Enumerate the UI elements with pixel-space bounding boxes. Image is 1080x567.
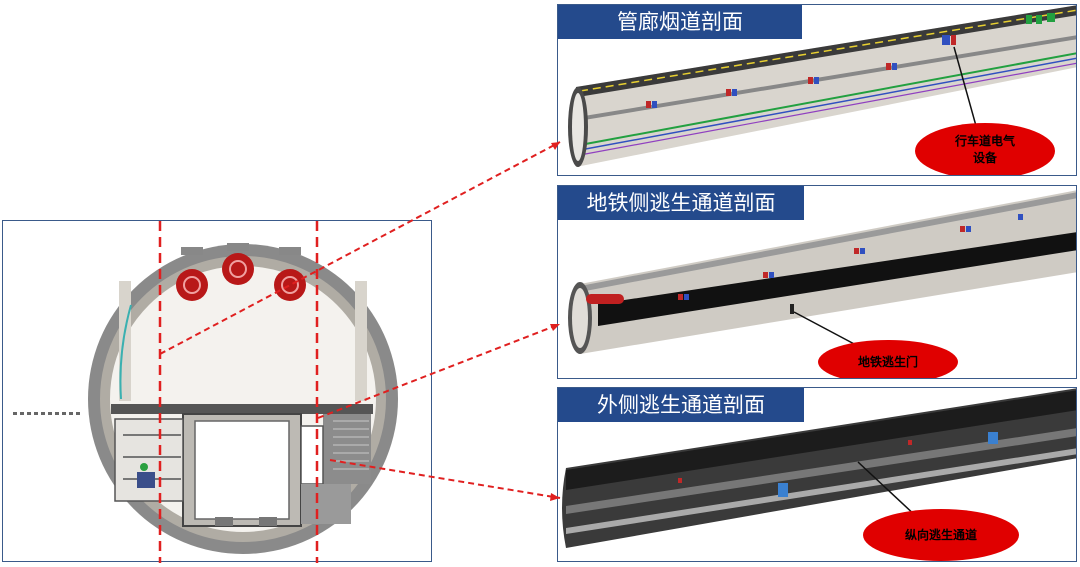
tunnel-cross-section [13,221,398,563]
outer-escape-rendering [562,388,1076,561]
cross-section-frame [2,220,432,563]
blue-equipment [137,472,155,488]
callout-label: 行车道电气 设备 [954,134,1015,165]
callout-label: 地铁逃生门 [857,355,918,369]
panel-metro-side-escape: 地铁侧逃生通道剖面 地铁逃生门 [557,185,1077,379]
panel-outer-escape: 外侧逃生通道剖面 纵向逃生通道 [557,387,1077,562]
road-slab [111,404,373,414]
callout-label: 纵向逃生通道 [904,528,977,542]
panel-title: 地铁侧逃生通道剖面 [558,186,804,220]
scale-marks [13,412,80,415]
metro-escape-rendering [568,190,1076,378]
green-equipment [140,463,148,471]
escape-stair [323,414,371,484]
panel-title: 管廊烟道剖面 [558,5,802,39]
callout-bubble [915,123,1055,175]
callout-bubble [863,509,1019,561]
left-compartment [114,418,184,502]
panel-smoke-duct: 管廊烟道剖面 行车道电气 设备 [557,4,1077,176]
callout-bubble [818,340,958,378]
smoke-duct-rendering [568,5,1076,175]
panel-title: 外侧逃生通道剖面 [558,388,804,422]
